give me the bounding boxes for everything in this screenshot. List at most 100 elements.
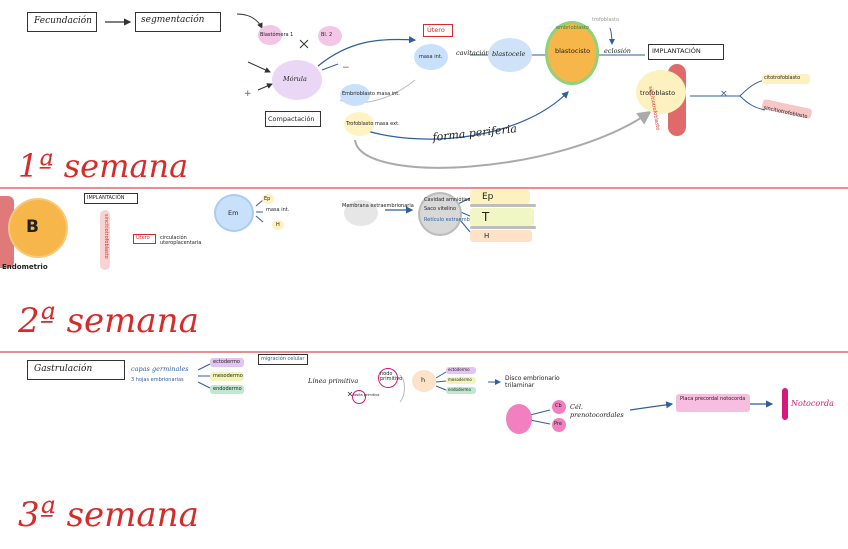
linea-primitiva-label: Línea primitiva — [308, 377, 359, 385]
placa-highlight — [676, 394, 750, 412]
implantacion-label-week2: IMPLANTACIÓN — [87, 195, 125, 201]
pre-circle — [552, 418, 566, 432]
ep-band — [470, 190, 530, 204]
cb-label: Cb — [555, 403, 562, 409]
utero-box-week2 — [133, 234, 156, 244]
branch-top-label: citotrofoblasto — [764, 75, 801, 81]
gastrulacion-box — [27, 360, 125, 380]
blastomera-1-label: Blastómera 1 — [260, 32, 294, 38]
compactacion-label: Compactación — [268, 115, 315, 123]
ecto-small-highlight — [446, 367, 476, 374]
nodo-blob — [378, 368, 398, 388]
em-label: Em — [228, 209, 239, 217]
ectodermo-label: ectodermo — [213, 359, 240, 365]
tres-hojas-label: 3 hojas embrionarias — [131, 377, 184, 383]
plus-sign: + — [244, 89, 252, 99]
notocorda-label: Notocorda — [791, 399, 834, 408]
minus-sign: − — [342, 63, 350, 73]
implantacion-box-week2 — [84, 193, 138, 204]
segmentacion-label: segmentación — [141, 15, 205, 25]
membrana-label: Membrana extraembrionaria — [342, 203, 414, 209]
t-band-shadow — [470, 204, 536, 207]
h-small-label: H — [276, 222, 280, 228]
h-small-blob — [272, 220, 284, 230]
week2-pink-stripe — [100, 210, 110, 270]
blastocisto-b-label: B — [26, 217, 39, 237]
mesodermo-label: mesodermo — [213, 373, 243, 379]
ectodermo-highlight — [210, 358, 244, 367]
compactacion-box — [265, 111, 321, 127]
t-band — [470, 208, 534, 226]
nodo-label: nodo primitivo — [380, 371, 403, 382]
endodermo-highlight — [210, 385, 244, 394]
trofoblasto-label: trofoblasto — [640, 89, 676, 97]
endo-small-highlight — [446, 387, 476, 394]
week1-title: 1ª semana — [18, 147, 189, 185]
fecundacion-label: Fecundación — [34, 16, 92, 26]
implantacion-label-week1: IMPLANTACIÓN — [652, 47, 701, 55]
endo-small-label: endodermo — [448, 387, 471, 392]
cavidad-top-label: Cavidad amniótica — [424, 197, 471, 203]
blastocisto-side-label: trofoblasto — [592, 17, 620, 23]
celulas-externas-blob — [344, 112, 374, 136]
implantacion-box-week1 — [648, 44, 724, 60]
week2-title: 2ª semana — [18, 301, 199, 341]
endometrio-label: Endometrio — [2, 263, 48, 271]
celulas-externas-label: Trofoblasto masa ext. — [346, 121, 400, 127]
pre-label: Pre — [554, 421, 562, 427]
h-band — [470, 230, 532, 242]
ep-small-label: Ep — [264, 196, 271, 202]
migracion-label: migración celular — [261, 356, 305, 362]
mesodermo-highlight — [210, 372, 244, 381]
celulas-internas-label: Embrioblasto masa int. — [342, 91, 400, 97]
masa-int-label: masa int. — [419, 54, 443, 60]
meso-small-label: mesodermo — [448, 377, 472, 382]
utero-box-week1 — [423, 24, 453, 37]
blastocisto-b-blob — [10, 200, 66, 256]
utero-label-week2: Útero — [136, 235, 150, 241]
ecto-small-label: ectodermo — [448, 367, 470, 372]
em-blob — [216, 196, 252, 230]
endodermo-label: endodermo — [213, 386, 242, 392]
morula-blob — [272, 60, 322, 100]
t-big-label: T — [482, 210, 490, 224]
endometrio-stripe — [0, 196, 14, 268]
eclosion-label: eclosión — [604, 47, 631, 55]
meso-small-highlight — [446, 377, 476, 384]
morula-label: Mórula — [283, 75, 307, 83]
celulas-internas-blob — [340, 84, 370, 106]
blastocisto-label: blastocisto — [555, 47, 591, 55]
notocorda-bar — [782, 388, 788, 420]
cavidad-mid-label: Saco vitelino — [424, 206, 457, 212]
week2-vertical-label: sincitiotrofoblasto — [103, 214, 109, 259]
blastomera-1-blob — [258, 25, 282, 45]
ep-big-label: Ep — [482, 192, 494, 202]
branch-top-highlight — [762, 74, 810, 84]
blastomera-2-blob — [318, 26, 342, 46]
fosita-label: fosita primitiva — [353, 393, 380, 397]
fecundacion-box — [27, 12, 97, 32]
blastocisto-note: embrioblasto — [556, 25, 589, 31]
masa-int-small-label: masa int. — [266, 207, 290, 213]
blastocisto-blob — [548, 24, 596, 82]
circulacion-label: circulación uteroplacentaria — [160, 235, 202, 246]
blastomera-2-label: Bl. 2 — [321, 32, 333, 38]
cb-circle — [552, 400, 566, 414]
capas-germinales-label: capas germinales — [131, 365, 189, 373]
cel-prenotocordales-blob — [506, 404, 532, 434]
segmentacion-box — [135, 12, 221, 32]
blastocele-label: blastocele — [492, 50, 526, 58]
h-blob-week3 — [412, 370, 436, 392]
cavidades-blob — [420, 194, 460, 234]
h-big-label: H — [484, 232, 490, 240]
blastocele-blob — [488, 38, 532, 72]
branch-x-mark: × — [720, 89, 728, 99]
placa-label: Placa precordal notocorda — [680, 396, 746, 402]
reticulo-label: Retículo extraembrionario — [424, 217, 490, 223]
trofoblasto-blob — [636, 70, 686, 114]
disco-label: Disco embrionario trilaminar — [505, 375, 560, 389]
masa-int-blob — [414, 44, 448, 70]
cavitacion-label: cavitación — [456, 49, 490, 57]
h-label-week3: h — [421, 376, 426, 384]
